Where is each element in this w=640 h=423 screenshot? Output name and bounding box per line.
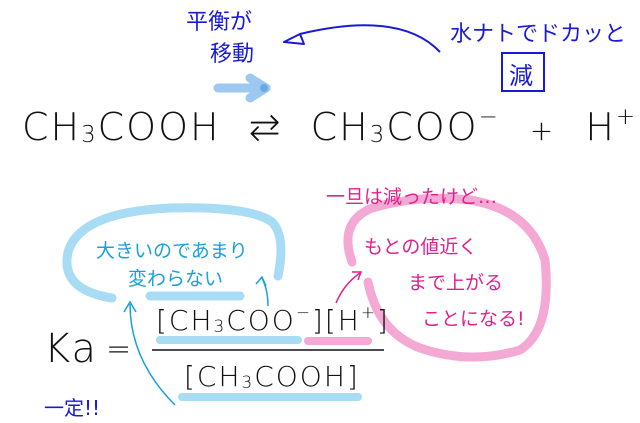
pink-note-bubble [343,193,551,362]
pink-arrow-icon [335,272,361,304]
pink-note-line1: もとの値近く [364,236,478,258]
reactant-acetic-acid: CH3COOH [22,105,221,149]
acetate-concentration: [CH3COO−] [156,302,325,337]
constant-note: 一定!! [44,396,101,420]
ka-label: Ka [44,326,99,372]
equals-sign: = [106,332,134,367]
hydrogen-ion-concentration: [H+] [324,302,390,337]
pink-note-line2: まで上がる [408,272,504,294]
shift-label-line2: 移動 [210,42,255,67]
cyan-note-line2: 変わらない [128,268,224,290]
cyan-note-bubble [62,203,286,303]
naoh-effect-arrow-icon [283,24,441,53]
product-hydrogen-ion: H+ [585,104,638,149]
dissociation-equation: CH3COOH ⇄ CH3COO− + H+ [22,104,637,149]
equilibrium-shift-arrow-icon [213,73,271,103]
ka-denominator: [CH3COOH] [184,360,360,393]
pink-note-line3: ことになる! [422,308,525,330]
plus-sign: + [529,114,556,147]
naoh-note: 水ナトでドカッと [450,22,627,47]
decrease-boxed-text: 減 [509,62,533,90]
product-acetate-ion: CH3COO− [310,104,500,149]
equilibrium-arrow-icon: ⇄ [248,105,283,149]
shift-label-line1: 平衡が [186,10,253,35]
cyan-arrow-from-denominator-icon [129,303,176,406]
pink-note-header: 一旦は減ったけど… [326,186,498,208]
ka-numerator: [CH3COO−][H+] [156,302,390,337]
cyan-note-line1: 大きいのであまり [96,240,248,262]
decrease-box [501,52,545,92]
